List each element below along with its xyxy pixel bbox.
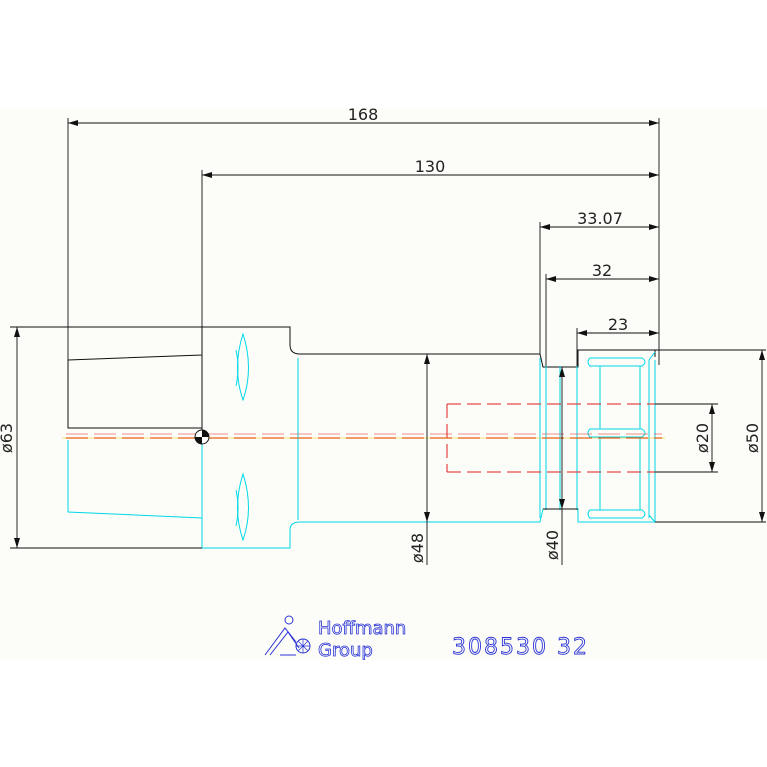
dimension-lines: [10, 118, 766, 565]
logo-figure-icon: [264, 615, 311, 656]
logo-line-2: Group: [318, 640, 373, 661]
part-outline: [67, 326, 656, 440]
dim-diameter-50: ø50: [743, 423, 762, 453]
dim-diameter-63: ø63: [0, 423, 16, 453]
dim-length-23: 23: [608, 315, 628, 334]
logo-line-1: Hoffmann: [318, 618, 406, 639]
dim-overall-length: 168: [348, 105, 379, 124]
dim-diameter-20: ø20: [693, 423, 712, 453]
dim-diameter-48: ø48: [408, 533, 427, 563]
hidden-lines: [67, 332, 656, 549]
dim-length-32: 32: [592, 261, 612, 280]
part-number: 308530 32: [452, 635, 589, 660]
dim-length-33-07: 33.07: [577, 209, 623, 228]
hoffmann-logo: Hoffmann Group: [264, 615, 407, 661]
dim-diameter-40: ø40: [543, 530, 562, 560]
dim-length-130: 130: [415, 157, 446, 176]
datum-symbol: [194, 429, 210, 445]
drawing-sheet: [0, 108, 767, 660]
centerline: [66, 433, 662, 439]
